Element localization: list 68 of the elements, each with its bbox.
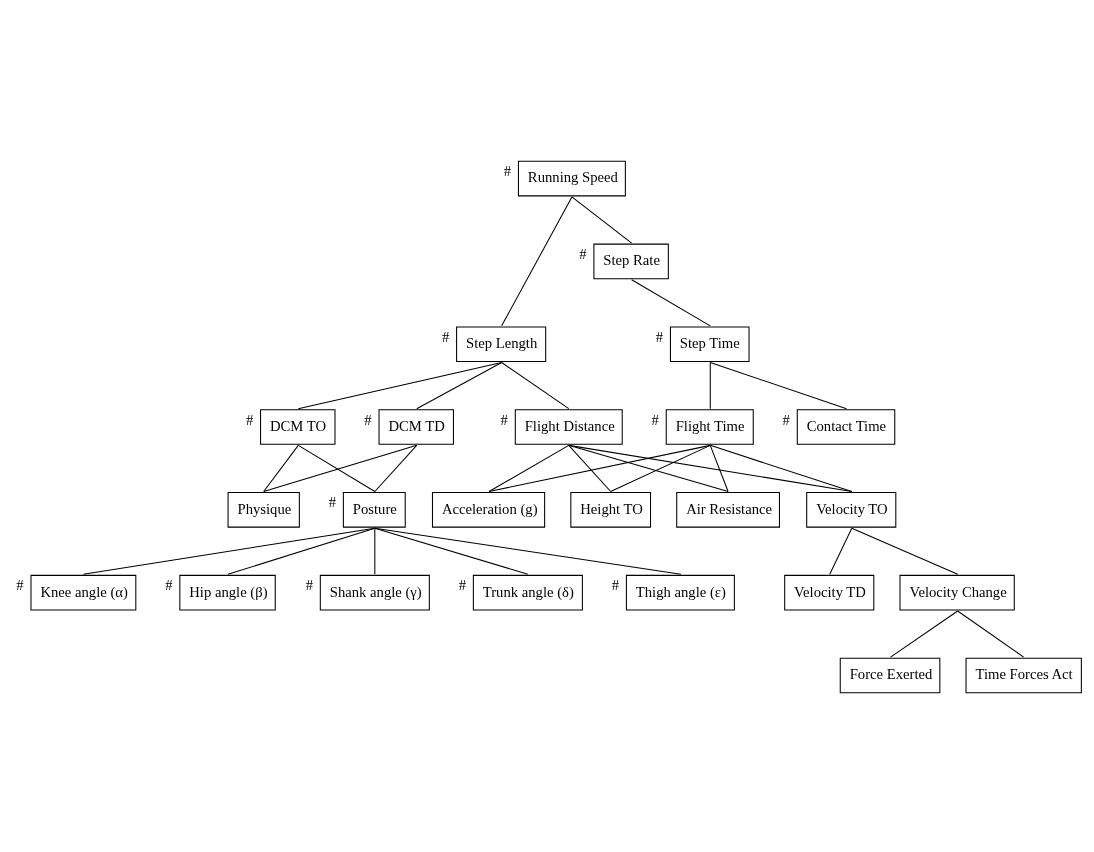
node-label: # [655,328,664,345]
node-box: Hip angle (β) [179,574,276,610]
node-box: Posture [342,491,406,528]
node-box: Knee angle (α) [30,574,137,610]
connector [890,609,959,658]
connector [82,527,376,575]
node-box: Shank angle (γ) [319,574,430,610]
node-label: # [503,162,512,179]
node-box: Step Length [456,325,547,362]
node-box: Thigh angle (ε) [625,574,735,610]
connector [227,527,376,575]
node-label: # [305,576,313,593]
node-box: Time Forces Act [965,657,1082,693]
connector [571,195,633,244]
connector [709,361,848,409]
node-box: Acceleration (g) [431,491,546,528]
node-box: Contact Time [796,408,896,445]
connector [568,444,853,492]
connector [568,444,729,492]
connector [501,361,570,409]
node-label: # [165,576,173,593]
node-box: DCM TO [260,408,336,445]
node-label: # [16,576,24,593]
node-box: Physique [227,491,300,528]
connector [488,444,711,492]
node-box: Flight Time [665,408,754,445]
node-box: Step Rate [593,243,669,279]
node-label: # [441,328,450,345]
connector [263,444,418,492]
connector [297,361,503,409]
connector [374,527,682,575]
node-label: # [651,411,659,428]
node-label: # [328,493,337,510]
node-box: DCM TD [378,408,454,445]
connector [297,444,376,492]
connector [957,609,1025,658]
node-box: Height TO [570,491,652,528]
connector [374,527,376,575]
node-label: # [611,576,620,593]
node-box: Step Time [669,325,750,362]
connector [488,444,570,492]
node-box: Air Resistance [676,491,780,528]
connector [374,444,418,492]
node-box: Force Exerted [839,657,941,693]
node-label: # [579,245,587,262]
connector [568,444,612,492]
node-label: # [364,411,372,428]
connector [610,444,711,492]
connector [631,278,711,326]
node-box: Velocity TO [806,491,897,528]
node-box: Velocity Change [899,574,1015,610]
connector [263,444,299,492]
node-box: Velocity TD [784,574,875,610]
connector [829,527,853,575]
connector [709,444,853,492]
connector [709,361,711,409]
node-box: Trunk angle (δ) [472,574,583,610]
node-box: Flight Distance [514,408,623,445]
node-label: # [782,411,790,428]
connector [374,527,529,575]
connector [851,527,959,575]
node-label: # [458,576,467,593]
connector [416,361,503,409]
node-label: # [500,411,508,428]
node-label: # [245,411,254,428]
node-box: Running Speed [517,160,626,196]
connector [501,195,573,326]
connector [709,444,729,492]
